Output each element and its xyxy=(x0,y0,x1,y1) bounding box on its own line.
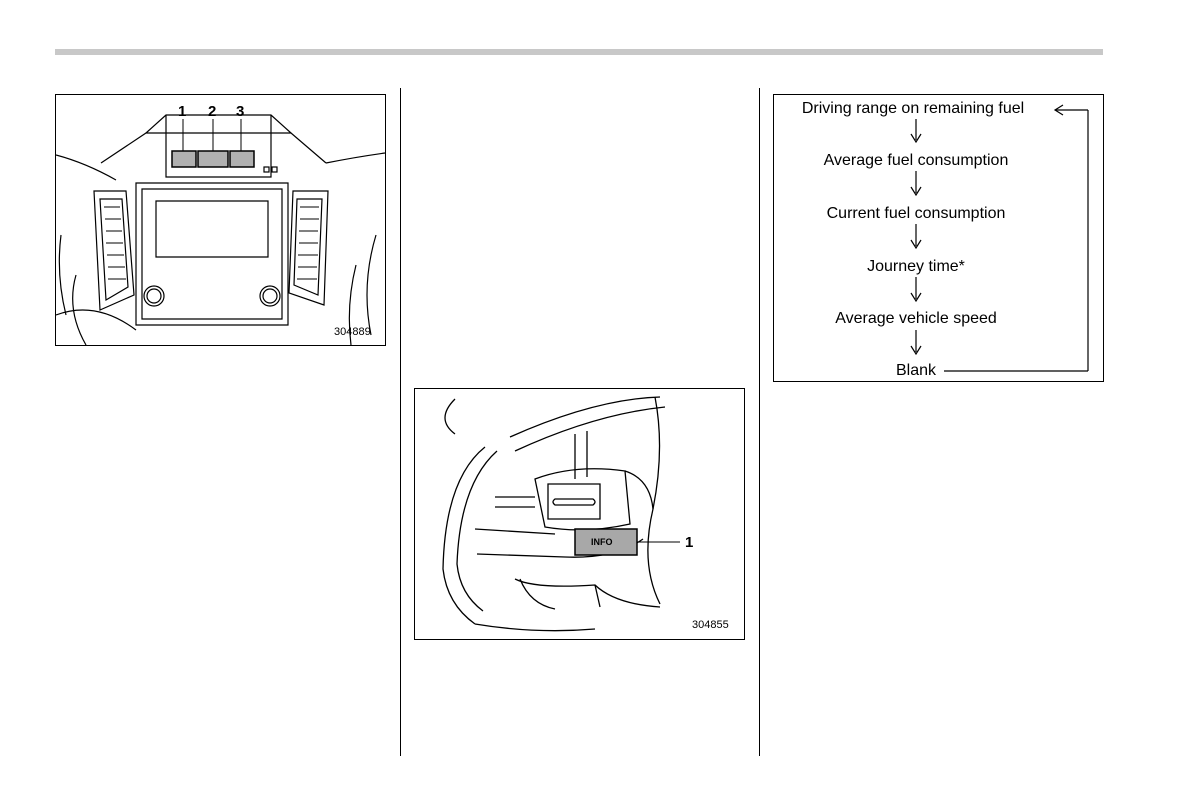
figure-code: 304889 xyxy=(334,326,371,338)
column-divider-right xyxy=(759,88,760,756)
dashboard-illustration: 1 2 3 304889 xyxy=(55,94,386,346)
steering-drawing xyxy=(415,389,744,639)
steering-switch-illustration: INFO 1 304855 xyxy=(414,388,745,640)
display-cycle-flowchart: Driving range on remaining fuel Average … xyxy=(773,94,1104,382)
column-divider-left xyxy=(400,88,401,756)
flowchart-arrows xyxy=(774,95,1103,381)
flow-item-current-fuel: Current fuel consumption xyxy=(827,205,1006,223)
callout-1: 1 xyxy=(178,103,186,120)
flow-item-journey-time: Journey time* xyxy=(867,258,965,276)
flow-item-average-speed: Average vehicle speed xyxy=(835,310,997,328)
dashboard-drawing xyxy=(56,95,385,345)
callout-2: 2 xyxy=(208,103,216,120)
figure-code: 304855 xyxy=(692,619,729,631)
header-rule xyxy=(55,49,1103,55)
flow-item-average-fuel: Average fuel consumption xyxy=(824,152,1009,170)
callout-1: 1 xyxy=(685,534,693,551)
flow-item-driving-range: Driving range on remaining fuel xyxy=(802,100,1024,118)
flow-item-blank: Blank xyxy=(896,362,936,380)
info-button-label: INFO xyxy=(591,537,613,547)
callout-3: 3 xyxy=(236,103,244,120)
